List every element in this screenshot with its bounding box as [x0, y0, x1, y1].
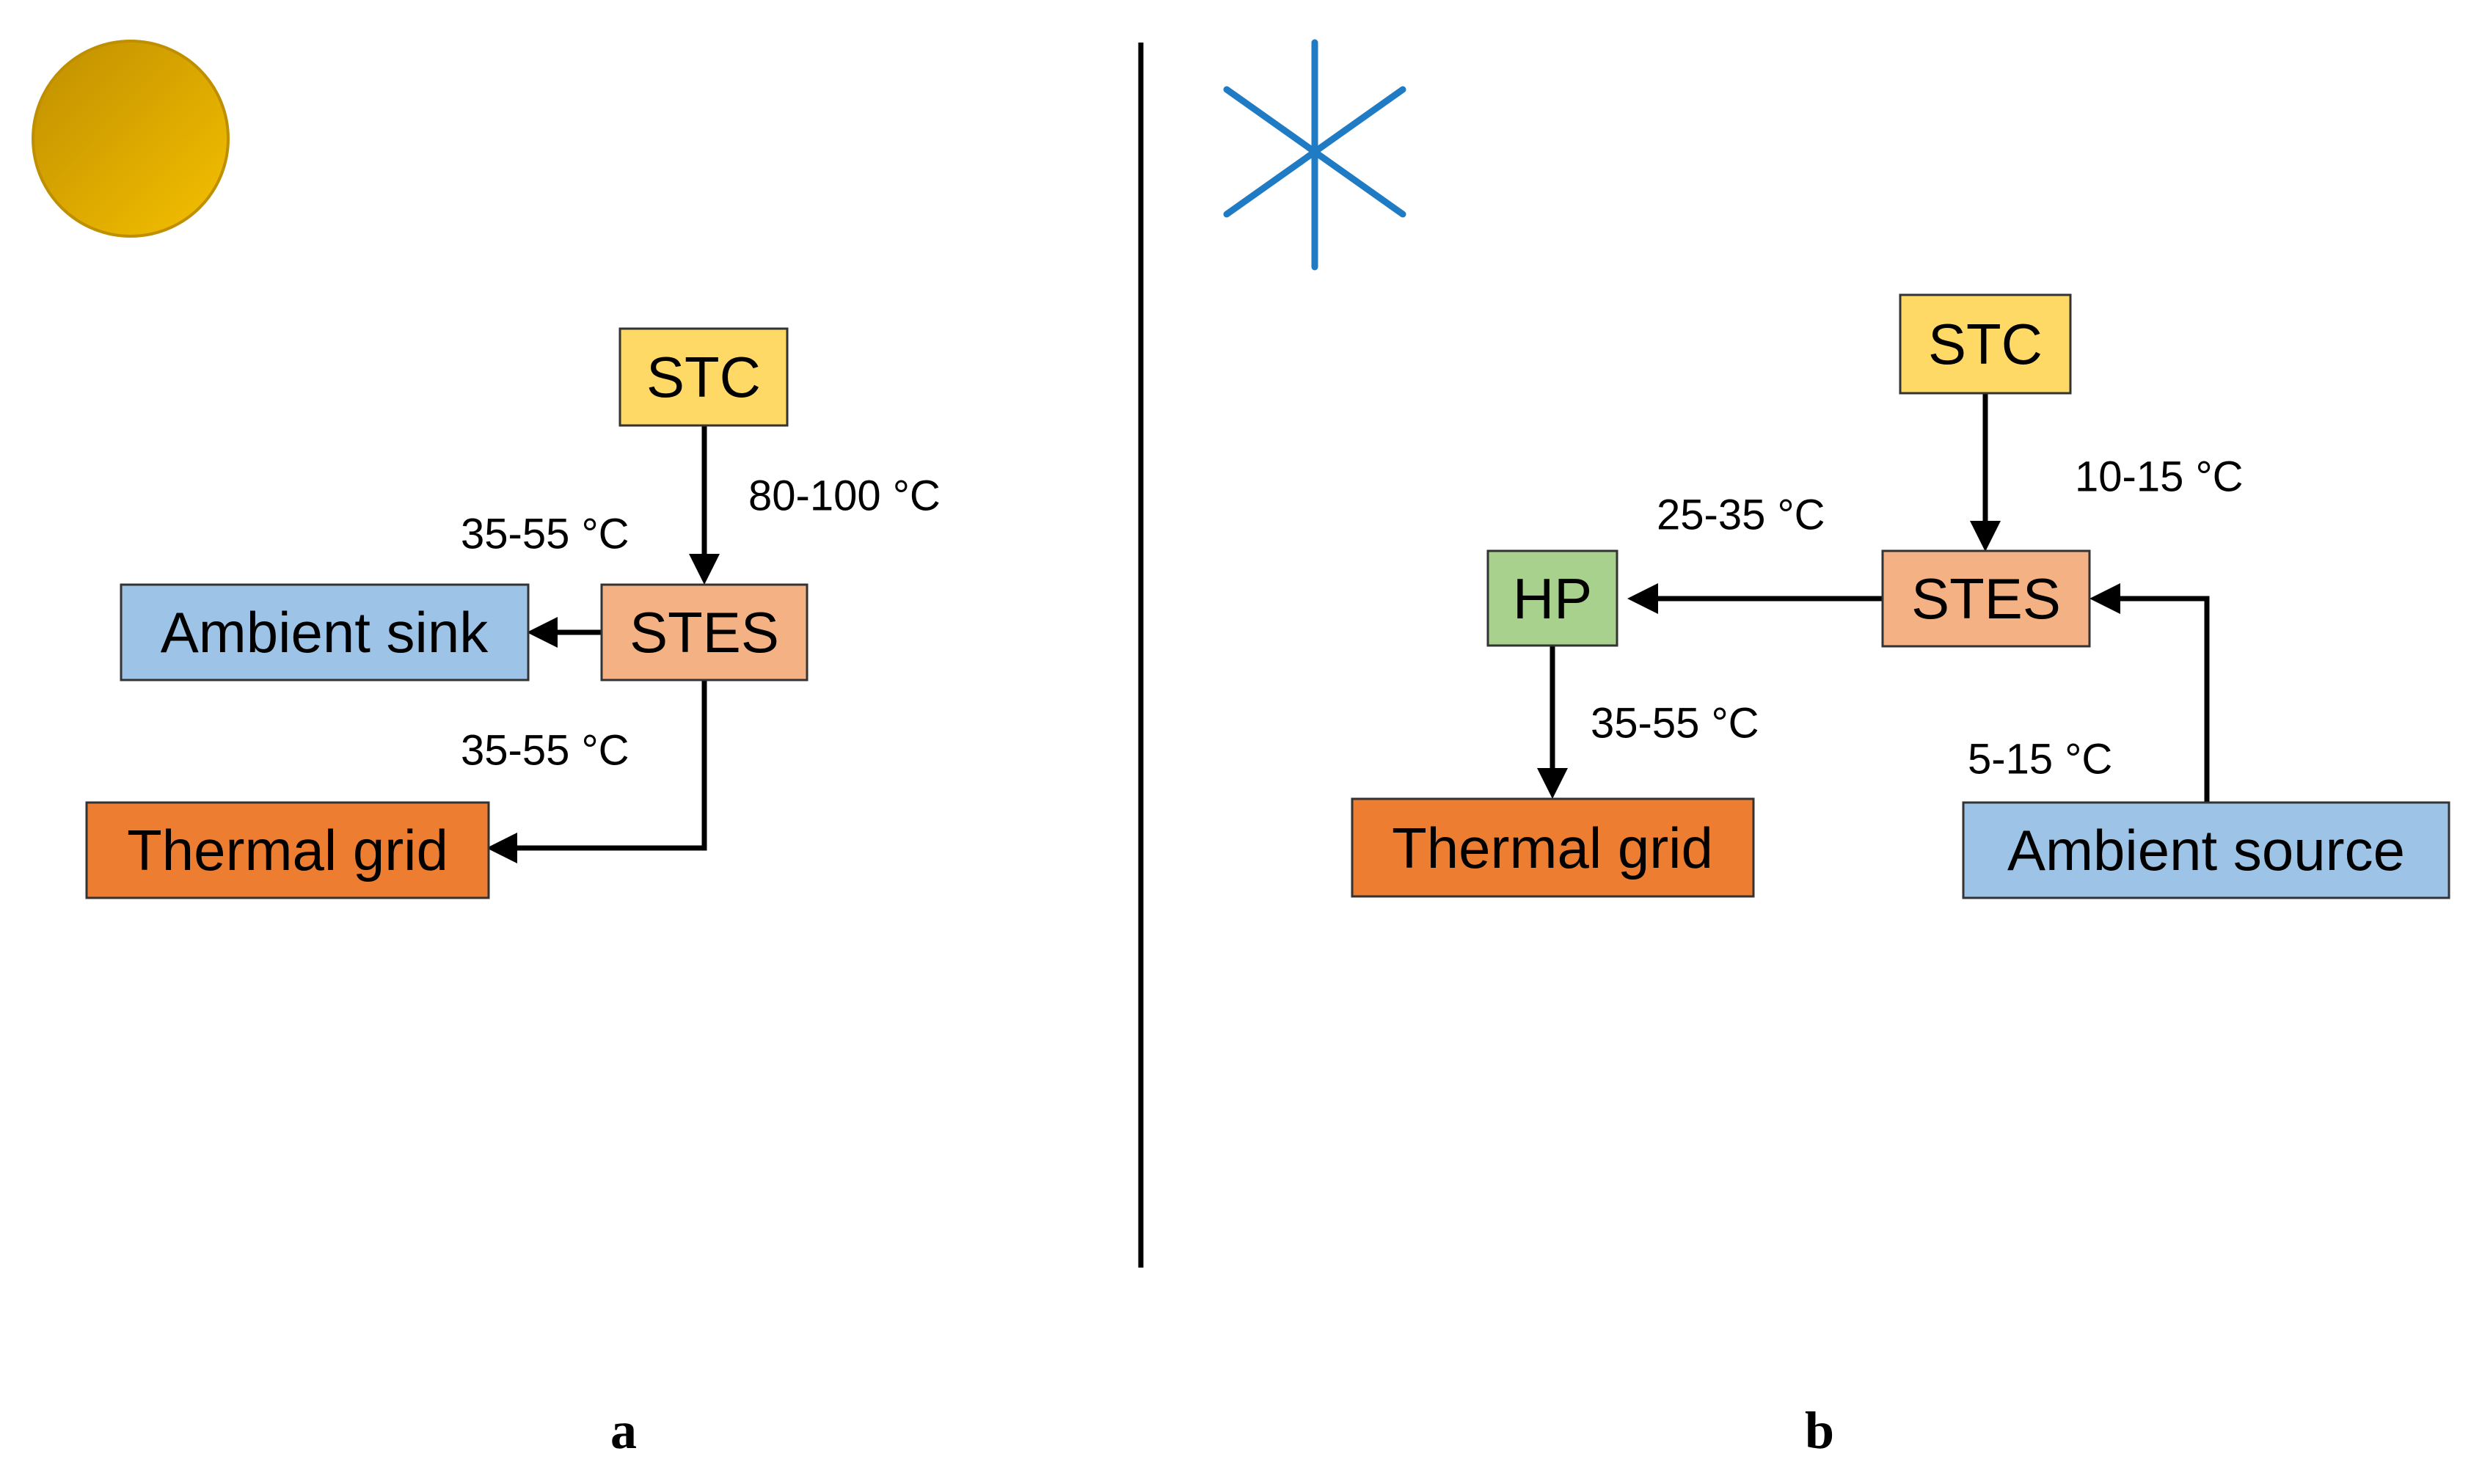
- stes-box: STES: [1881, 549, 2091, 648]
- flow-ambient-source-to-stes: [2089, 583, 2210, 803]
- stc-box: STC: [1899, 293, 2072, 395]
- temp-stc-stes: 80-100 °C: [748, 472, 941, 520]
- panel-label-a: a: [610, 1401, 637, 1460]
- panel-label-b: b: [1805, 1401, 1834, 1460]
- thermal-grid-box: Thermal grid: [1351, 797, 1755, 898]
- hp-label: HP: [1513, 566, 1592, 631]
- snowflake-icon: [1223, 39, 1406, 271]
- ambient-source-box: Ambient source: [1962, 801, 2450, 899]
- hp-box: HP: [1486, 549, 1618, 647]
- thermal-grid-label: Thermal grid: [127, 818, 448, 882]
- temp-stes-grid: 35-55 °C: [461, 727, 629, 775]
- thermal-grid-box: Thermal grid: [85, 801, 490, 899]
- stes-label: STES: [629, 600, 779, 665]
- stes-label: STES: [1911, 566, 2061, 631]
- temp-stes-hp: 25-35 °C: [1657, 491, 1825, 539]
- panel-b: STC STES HP Thermal grid Ambient source …: [1351, 293, 2450, 1460]
- flow-stes-to-thermal-grid: [486, 680, 707, 863]
- stc-box: STC: [618, 327, 789, 427]
- stc-label: STC: [1928, 312, 2043, 376]
- sun-icon: [32, 40, 230, 238]
- temp-stes-sink: 35-55 °C: [461, 511, 629, 558]
- temp-stc-stes: 10-15 °C: [2075, 453, 2244, 501]
- temp-hp-grid: 35-55 °C: [1591, 700, 1759, 748]
- ambient-source-label: Ambient source: [2007, 818, 2405, 882]
- ambient-sink-box: Ambient sink: [120, 583, 530, 681]
- thermal-grid-label: Thermal grid: [1392, 816, 1713, 880]
- panel-a: STC STES Ambient sink Thermal grid 80-10…: [85, 327, 941, 1460]
- stc-label: STC: [646, 345, 761, 409]
- ambient-sink-label: Ambient sink: [161, 600, 489, 665]
- temp-source-stes: 5-15 °C: [1968, 736, 2112, 783]
- stes-box: STES: [600, 583, 809, 681]
